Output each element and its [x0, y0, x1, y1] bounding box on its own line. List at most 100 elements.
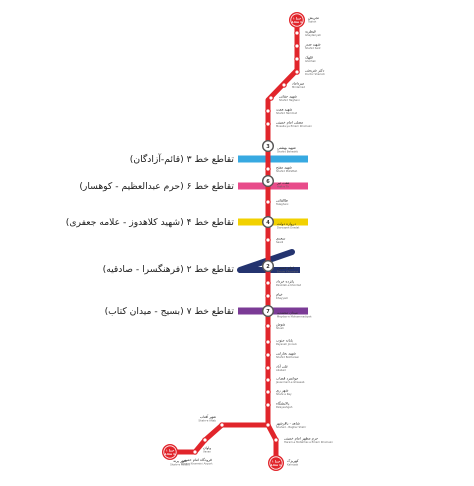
station-name-fa: شهر ری — [276, 389, 288, 393]
station-name-en: Tajrish — [308, 20, 317, 24]
station-name-en: Meydan-e Mohammadiyeh — [277, 315, 312, 319]
terminal-badge-fa: خط ۱ — [166, 449, 174, 453]
interchange-titles: تقاطع خط ۳ (قائم-آزادگان)تقاطع خط ۶ (حرم… — [66, 153, 235, 317]
interchange-line-number: 4 — [266, 220, 270, 226]
station-name-en: Haft-e Tir — [277, 185, 290, 189]
station-name-fa: تجریش — [308, 16, 319, 20]
station-name-fa: دروازه دولت — [277, 222, 296, 226]
terminal-ring — [269, 456, 283, 470]
station-name-en: Gholhak — [305, 59, 316, 63]
station-name-fa: امام خمینی — [277, 266, 294, 271]
station-name-en: Shahr-e Parand — [170, 463, 190, 467]
line-6-crossing-bar — [238, 182, 308, 190]
station-name-en: Palayeshgah — [276, 405, 293, 409]
station-name-fa: شهید بهشتی — [277, 146, 296, 150]
station-name-fa: میرداماد — [292, 82, 304, 86]
station-name-fa: میدان محمدیه — [277, 311, 298, 315]
station-name-en: Payaneh Jonoub — [276, 342, 297, 346]
terminal-ring — [290, 13, 304, 27]
terminal-badge-en: Line 1 — [165, 452, 175, 456]
station-name-en: Javanmard-e Ghassab — [275, 380, 305, 384]
station-name-fa: قیطریه — [305, 30, 316, 34]
station-name-en: Taleghani — [276, 202, 289, 206]
station-dot — [219, 422, 225, 428]
interchange-line-number: 3 — [266, 144, 270, 150]
station-dot — [265, 293, 271, 299]
station-dot — [273, 437, 279, 443]
station-name-fa: شهید حقانی — [279, 95, 297, 99]
station-dot — [202, 437, 208, 443]
terminal-badge-fa: خط ۱ — [293, 17, 301, 21]
station-dot — [265, 422, 271, 428]
station-name-fa: هفت تیر — [276, 181, 290, 185]
interchange-ring-icon — [262, 305, 275, 318]
metro-logo-icon — [162, 444, 178, 460]
station-dot — [265, 365, 271, 371]
station-name-en: Emam Khomeini — [277, 270, 299, 274]
interchange-title-line-3: تقاطع خط ۳ (قائم-آزادگان) — [130, 153, 235, 165]
station-name-en: Aliabad — [276, 368, 286, 372]
station-name-en: Shahid Beheshti — [277, 150, 298, 154]
station-dot — [268, 95, 274, 101]
station-name-en: Darvazeh Dowlat — [277, 226, 299, 230]
interchange-ring-icon — [262, 260, 275, 273]
interchange-line-number: 6 — [266, 179, 270, 185]
station-name-fa: شهر پرند — [173, 459, 187, 463]
station-dot — [294, 56, 300, 62]
station-name-en: Shahid Mofatteh — [276, 169, 298, 173]
station-dot — [294, 30, 300, 36]
station-dot — [265, 280, 271, 286]
interchange-title-line-4: تقاطع خط ۴ (شهید کلاهدوز - علامه جعفری) — [66, 217, 235, 228]
station-name-fa: خیام — [276, 293, 283, 298]
station-name-en: Kahrizak — [287, 463, 299, 467]
station-name-fa: حرم مطهر امام خمینی — [284, 437, 318, 442]
station-name-fa: شاهد - باقرشهر — [275, 422, 300, 426]
station-name-fa: قلهک — [305, 56, 313, 60]
station-name-fa: شهید بخارایی — [276, 352, 296, 356]
station-name-fa: جوانمرد قصاب — [276, 377, 298, 381]
station-name-en: Doctor Shariati — [305, 72, 325, 76]
interchange-ring-icon — [262, 215, 275, 228]
station-name-en: Shahr-e Aftab — [198, 419, 216, 423]
interchange-title-line-2: تقاطع خط ۲ (فرهنگسرا - صادقیه) — [103, 263, 235, 275]
interchange-line-number: 7 — [266, 309, 270, 315]
station-name-en: Vavan — [203, 450, 211, 454]
station-dot — [294, 43, 300, 49]
station-name-en: Khayyam — [276, 296, 289, 300]
station-dot — [265, 339, 271, 345]
